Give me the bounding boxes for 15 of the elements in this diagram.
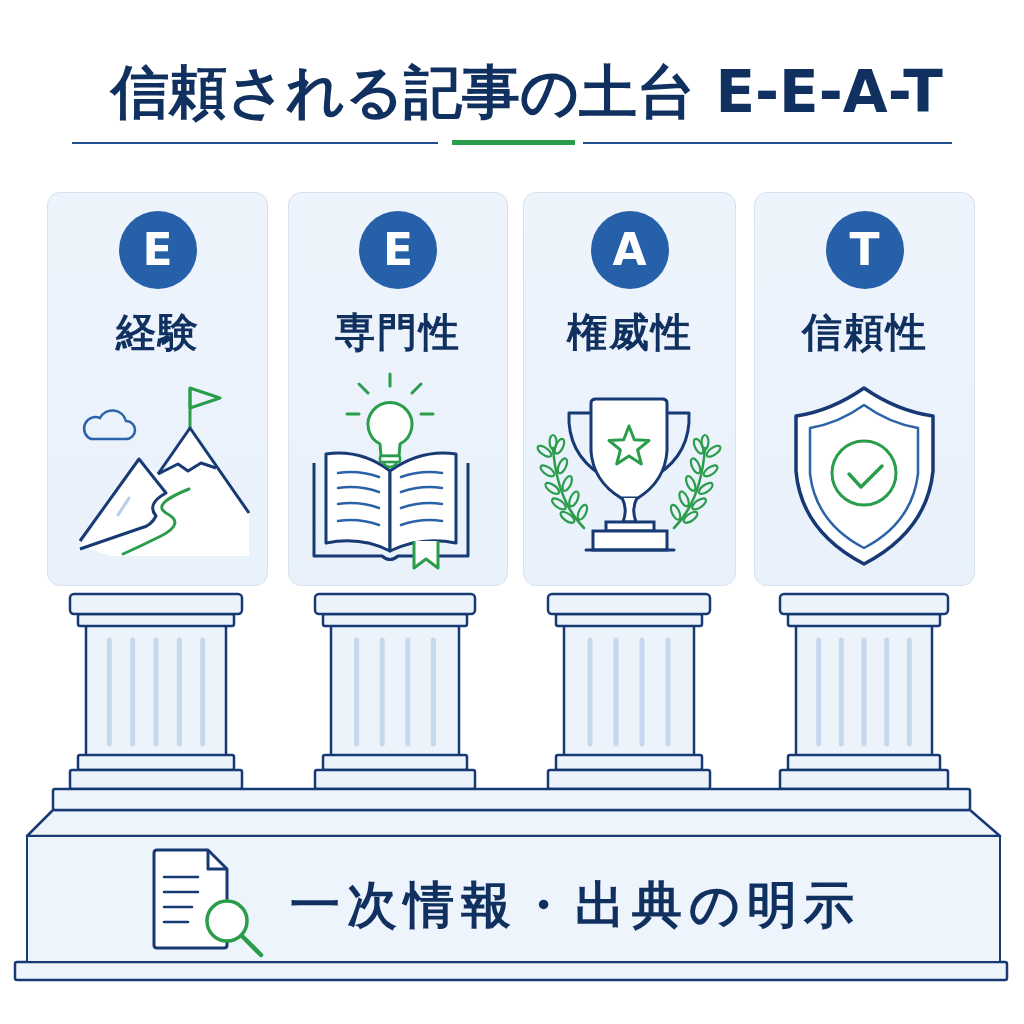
letter-badge: E: [118, 211, 197, 289]
card: [288, 192, 508, 586]
card-title: 信頼性: [801, 308, 928, 356]
pedestal-label: 一次情報・出典の明示: [290, 875, 861, 935]
title: 信頼される記事の土台 E-E-A-T: [111, 60, 943, 124]
card-title: 専門性: [335, 308, 461, 356]
card: [523, 192, 736, 586]
letter-badge: T: [825, 211, 904, 289]
card: [754, 192, 975, 586]
card-title: 権威性: [566, 308, 693, 356]
card: [47, 192, 268, 586]
card-title: 経験: [115, 308, 200, 356]
letter-badge: E: [359, 211, 437, 289]
pedestal-block: [26, 835, 1001, 963]
letter-badge: A: [590, 211, 669, 289]
